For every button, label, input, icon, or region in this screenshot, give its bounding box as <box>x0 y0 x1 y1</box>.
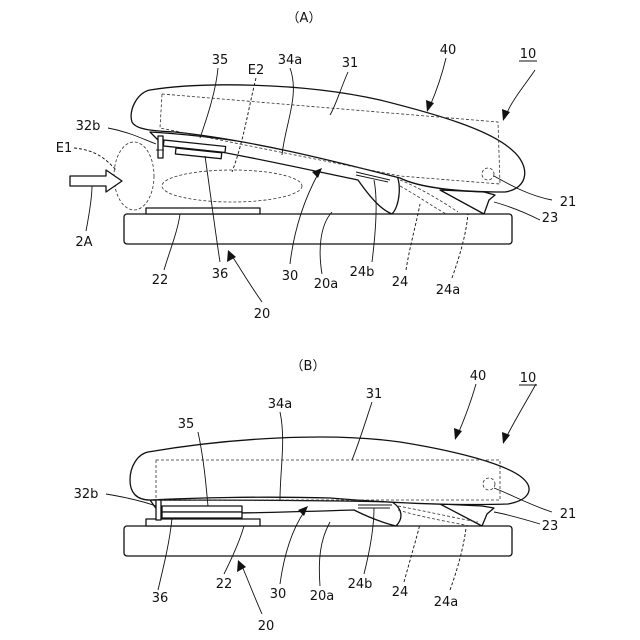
ref-35-a: 35 <box>212 53 229 68</box>
ref-30-a: 30 <box>282 269 299 284</box>
leader-2a-a <box>86 186 92 231</box>
area-e1-a <box>114 142 154 210</box>
ref-40-a: 40 <box>440 43 457 58</box>
arrow-10-b <box>502 432 510 444</box>
arrow-20-b <box>237 560 246 572</box>
ref-24a-a: 24a <box>436 283 461 298</box>
panel-b-label: （B） <box>291 359 326 374</box>
ref-24b-a: 24b <box>350 265 375 280</box>
ref-21-a: 21 <box>560 195 577 210</box>
ref-31-b: 31 <box>366 387 383 402</box>
ref-24-b: 24 <box>392 585 409 600</box>
arrow-10-a <box>502 109 510 121</box>
leader-10-a <box>506 70 535 115</box>
panel-a-label: （A） <box>287 11 322 26</box>
ref-e2-a: E2 <box>248 63 265 78</box>
leader-40-a <box>430 58 446 106</box>
ref-32b-a: 32b <box>76 119 101 134</box>
ref-32b-b: 32b <box>74 487 99 502</box>
front-cap-32b-b <box>156 500 161 520</box>
arrow-40-a <box>426 100 434 112</box>
front-cap-32b-a <box>158 136 163 158</box>
ref-23-a: 23 <box>542 211 559 226</box>
anvil-36-b <box>162 512 242 518</box>
leader-23-b <box>494 512 540 524</box>
leader-20-a <box>232 256 262 302</box>
ref-21-b: 21 <box>560 507 577 522</box>
ref-10-b: 10 <box>520 371 537 386</box>
ref-2a-a: 2A <box>75 235 92 250</box>
support-bracket-23-b <box>440 504 494 526</box>
ref-20a-a: 20a <box>314 277 339 292</box>
panel-b: （B） <box>74 359 577 634</box>
ref-36-b: 36 <box>152 591 169 606</box>
driver-35-b <box>162 506 242 512</box>
ref-20a-b: 20a <box>310 589 335 604</box>
handle-40-b <box>130 437 529 504</box>
ref-34a-a: 34a <box>278 53 303 68</box>
ref-20-b: 20 <box>258 619 275 634</box>
base-20-b <box>124 526 512 556</box>
arrow-40-b <box>454 428 462 440</box>
ref-31-a: 31 <box>342 56 359 71</box>
leader-e1-a <box>74 148 116 170</box>
leaf-spring-24-a2 <box>400 186 446 214</box>
ref-36-a: 36 <box>212 267 229 282</box>
ref-22-b: 22 <box>216 577 233 592</box>
ref-10-a: 10 <box>520 47 537 62</box>
ref-40-b: 40 <box>470 369 487 384</box>
platform-22-b <box>146 519 260 526</box>
ref-22-a: 22 <box>152 273 169 288</box>
platform-22-a <box>146 208 260 214</box>
base-20-a <box>124 214 512 244</box>
ref-24a-b: 24a <box>434 595 459 610</box>
area-e2-a <box>162 170 302 202</box>
ref-35-b: 35 <box>178 417 195 432</box>
ref-e1-a: E1 <box>56 141 73 156</box>
panel-a: （A） <box>56 11 577 322</box>
insertion-arrow-2a <box>70 170 122 192</box>
support-bracket-23-a <box>440 190 495 214</box>
ref-24-a: 24 <box>392 275 409 290</box>
ref-30-b: 30 <box>270 587 287 602</box>
leader-10-b <box>506 384 536 438</box>
ref-20-a: 20 <box>254 307 271 322</box>
ref-23-b: 23 <box>542 519 559 534</box>
leader-40-b <box>458 384 476 434</box>
ref-34a-b: 34a <box>268 397 293 412</box>
ref-24b-b: 24b <box>348 577 373 592</box>
leader-20-b <box>242 566 262 614</box>
